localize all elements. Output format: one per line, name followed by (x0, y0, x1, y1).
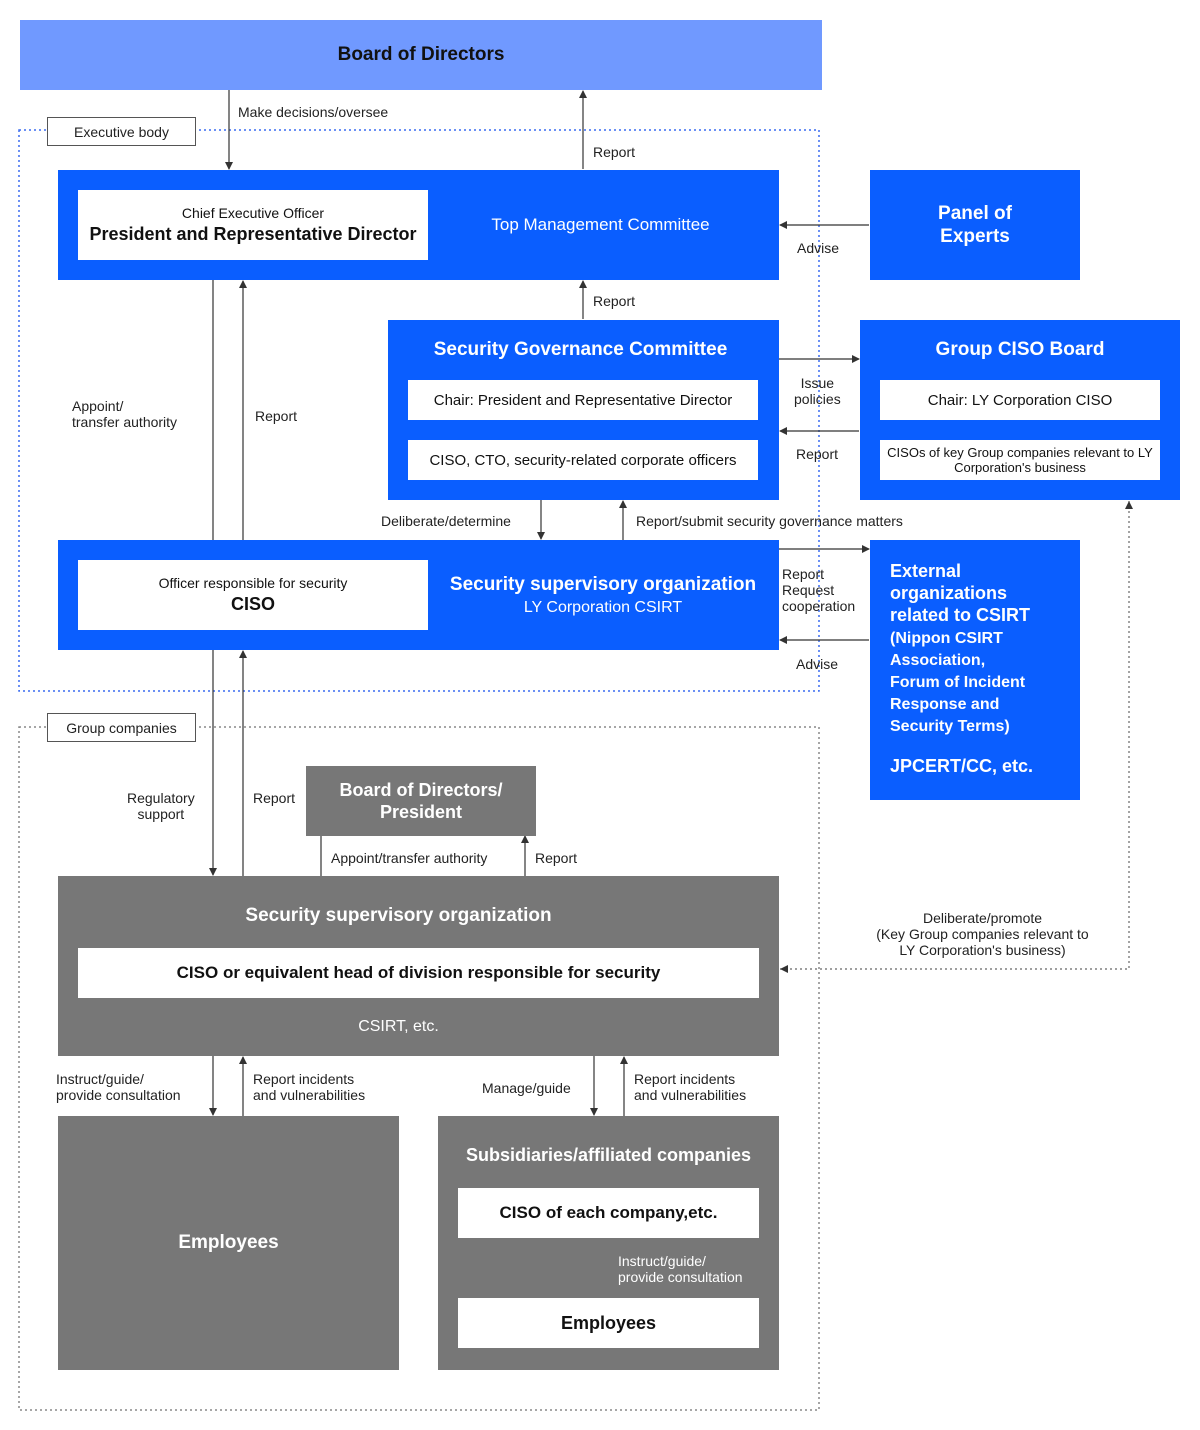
label-report-incidents-right: Report incidents and vulnerabilities (634, 1071, 747, 1103)
gbod-title: Board of Directors/ President (339, 780, 503, 822)
dotted-arrowhead-left (780, 965, 788, 973)
board-title: Board of Directors (337, 44, 505, 65)
label-appoint: Appoint/ transfer authority (72, 398, 178, 430)
gcb-members: CISOs of key Group companies relevant to… (880, 440, 1160, 480)
label-report-gbod: Report (535, 850, 578, 866)
group-companies-frame (18, 726, 820, 1411)
label-issue-policies: Issue policies (794, 375, 841, 407)
top-management-committee: Chief Executive Officer President and Re… (58, 170, 779, 280)
employees-box: Employees (58, 1116, 399, 1370)
label-deliberate-determine: Deliberate/determine (381, 513, 511, 529)
ceo-title: President and Representative Director (89, 224, 417, 244)
ceo-subtitle: Chief Executive Officer (181, 205, 325, 221)
security-governance-committee: Security Governance Committee Chair: Pre… (388, 320, 779, 500)
label-instruct-sub: Instruct/guide/ provide consultation (618, 1253, 743, 1285)
board-of-directors: Board of Directors (20, 20, 822, 90)
gsso-csirt: CSIRT, etc. (358, 1018, 439, 1035)
external-list: (Nippon CSIRT Association, Forum of Inci… (890, 630, 1026, 735)
label-regulatory: Regulatory support (127, 790, 195, 822)
label-report-sgc: Report (593, 293, 636, 309)
sso-subtitle: LY Corporation CSIRT (523, 598, 683, 616)
sso-title-block: Security supervisory organization LY Cor… (438, 540, 768, 650)
label-report-group: Report (796, 446, 839, 462)
label-report-ciso: Report (255, 408, 298, 424)
gcb-chair: Chair: LY Corporation CISO (880, 380, 1160, 420)
label-report-group-ciso: Report (253, 790, 296, 806)
external-organizations: External organizations related to CSIRT … (870, 540, 1080, 800)
label-report-submit: Report/submit security governance matter… (636, 513, 903, 529)
label-instruct-left: Instruct/guide/ provide consultation (56, 1071, 181, 1103)
employees-title: Employees (178, 1232, 279, 1253)
panel-of-experts: Panel of Experts (870, 170, 1080, 280)
sgc-chair: Chair: President and Representative Dire… (408, 380, 758, 420)
security-supervisory-organization: Officer responsible for security CISO Se… (58, 540, 779, 650)
label-manage-guide: Manage/guide (482, 1080, 571, 1096)
label-report-request: Report Request cooperation (782, 566, 856, 614)
sgc-members: CISO, CTO, security-related corporate of… (408, 440, 758, 480)
tmc-title: Top Management Committee (491, 215, 710, 234)
label-report-board: Report (593, 144, 636, 160)
dotted-gcb-to-gsso (780, 501, 1130, 970)
subsidiaries-box: Subsidiaries/affiliated companies CISO o… (438, 1116, 779, 1370)
dotted-arrowhead-up (1125, 501, 1133, 509)
group-companies-tag: Group companies (47, 713, 196, 742)
officer-subtitle: Officer responsible for security (158, 575, 348, 591)
officer-title: CISO (230, 594, 275, 614)
panel-title: Panel of Experts (938, 203, 1012, 247)
sgc-title: Security Governance Committee (433, 339, 728, 360)
subs-ciso: CISO of each company,etc. (458, 1188, 759, 1238)
executive-body-tag: Executive body (47, 117, 196, 146)
executive-body-frame (18, 129, 820, 692)
subs-employees: Employees (458, 1298, 759, 1348)
label-advise-ext: Advise (796, 656, 839, 672)
ceo-box: Chief Executive Officer President and Re… (78, 190, 428, 260)
label-appoint-transfer: Appoint/transfer authority (331, 850, 488, 866)
group-board-president: Board of Directors/ President (306, 766, 536, 836)
group-security-supervisory-organization: Security supervisory organization CISO o… (58, 876, 779, 1056)
gsso-head: CISO or equivalent head of division resp… (78, 948, 759, 998)
group-ciso-board: Group CISO Board Chair: LY Corporation C… (860, 320, 1180, 500)
subs-title: Subsidiaries/affiliated companies (465, 1145, 752, 1165)
label-make-decisions: Make decisions/oversee (238, 104, 389, 120)
label-report-incidents-left: Report incidents and vulnerabilities (253, 1071, 366, 1103)
sso-title: Security supervisory organization (449, 573, 757, 595)
gsso-title: Security supervisory organization (245, 905, 552, 926)
label-deliberate-promote: Deliberate/promote (Key Group companies … (876, 910, 1089, 958)
gcb-title: Group CISO Board (935, 339, 1105, 360)
jpcert: JPCERT/CC, etc. (890, 756, 1034, 776)
external-title: External organizations related to CSIRT (890, 561, 1031, 625)
officer-box: Officer responsible for security CISO (78, 560, 428, 630)
label-advise-panel: Advise (797, 240, 840, 256)
